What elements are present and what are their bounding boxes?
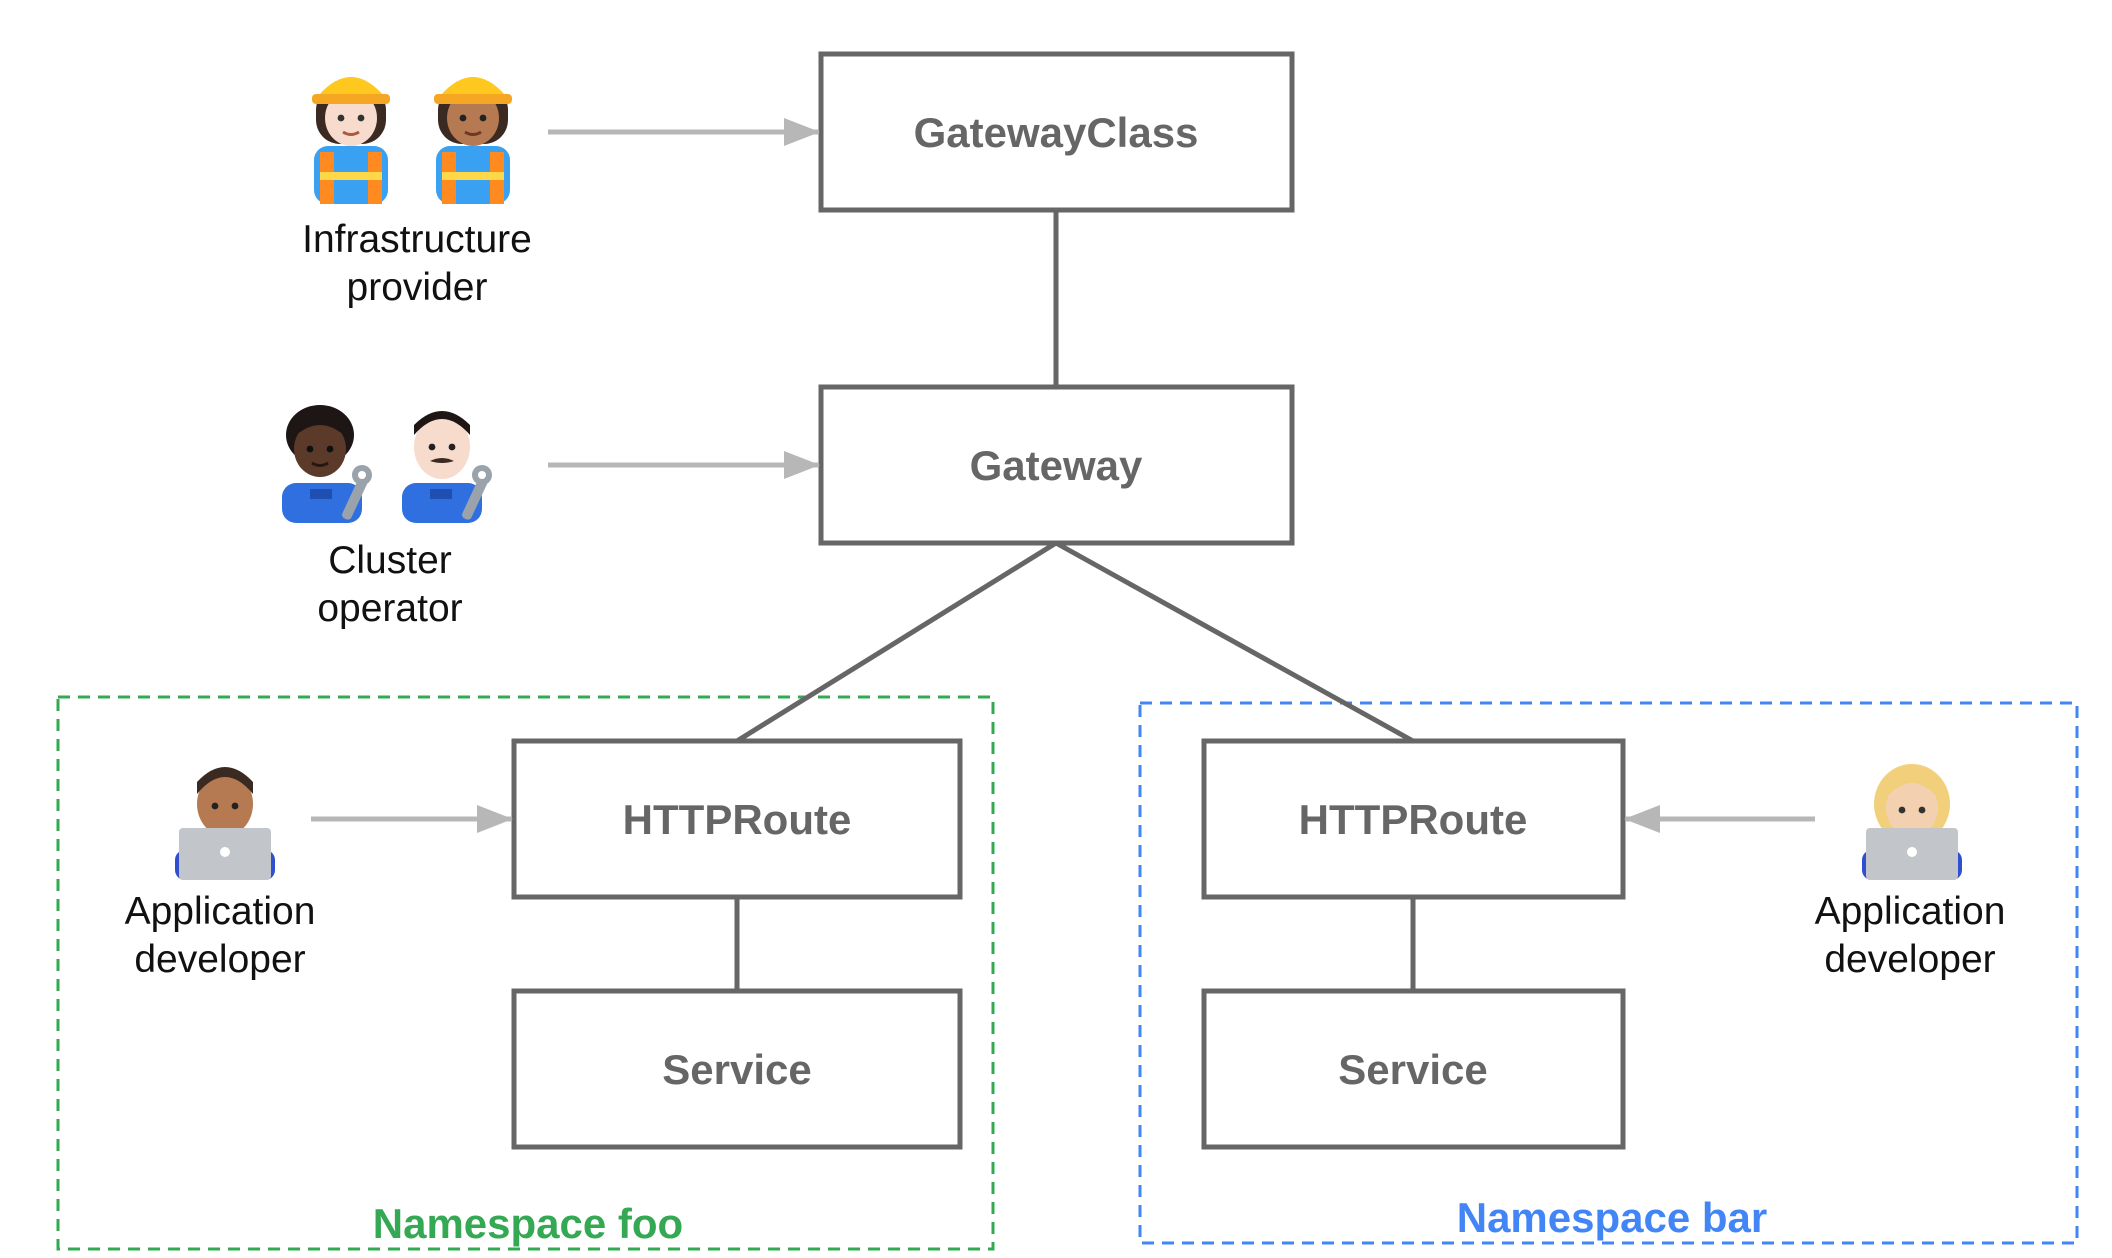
gatewayclass-node: GatewayClass bbox=[818, 51, 1295, 213]
infrastructure-provider-label-line2: provider bbox=[347, 266, 488, 309]
cluster-operator-label-line1: Cluster bbox=[328, 539, 452, 582]
connector-gateway-httproute-bar bbox=[1054, 540, 1415, 744]
app-developer-foo-label-line1: Application bbox=[125, 890, 316, 933]
service-bar-label: Service bbox=[1338, 1046, 1487, 1093]
technologist-man-icon bbox=[175, 767, 275, 880]
construction-worker-woman-icon bbox=[434, 77, 512, 204]
app-developer-bar-label-line2: developer bbox=[1824, 938, 1995, 981]
httproute-foo-node: HTTPRoute bbox=[511, 738, 963, 900]
namespace-foo-boundary bbox=[56, 695, 995, 1251]
namespace-foo-label: Namespace foo bbox=[373, 1200, 683, 1247]
gatewayclass-label: GatewayClass bbox=[914, 109, 1199, 156]
httproute-bar-node: HTTPRoute bbox=[1201, 738, 1626, 900]
service-foo-label: Service bbox=[662, 1046, 811, 1093]
connector-gateway-httproute-foo bbox=[735, 540, 1058, 744]
namespace-bar-boundary bbox=[1138, 701, 2079, 1245]
construction-worker-woman-icon bbox=[312, 77, 390, 204]
gateway-node: Gateway bbox=[818, 384, 1295, 546]
httproute-foo-label: HTTPRoute bbox=[623, 796, 852, 843]
httproute-bar-label: HTTPRoute bbox=[1299, 796, 1528, 843]
mechanic-man-icon bbox=[402, 411, 492, 523]
mechanic-woman-icon bbox=[282, 405, 372, 523]
gateway-label: Gateway bbox=[970, 442, 1143, 489]
cluster-operator-label-line2: operator bbox=[317, 587, 462, 630]
technologist-woman-icon bbox=[1862, 764, 1962, 880]
app-developer-bar-label-line1: Application bbox=[1815, 890, 2006, 933]
service-bar-node: Service bbox=[1201, 988, 1626, 1150]
infrastructure-provider-label-line1: Infrastructure bbox=[302, 218, 532, 261]
namespace-bar-label: Namespace bar bbox=[1457, 1194, 1768, 1241]
service-foo-node: Service bbox=[511, 988, 963, 1150]
app-developer-foo-label-line2: developer bbox=[134, 938, 305, 981]
